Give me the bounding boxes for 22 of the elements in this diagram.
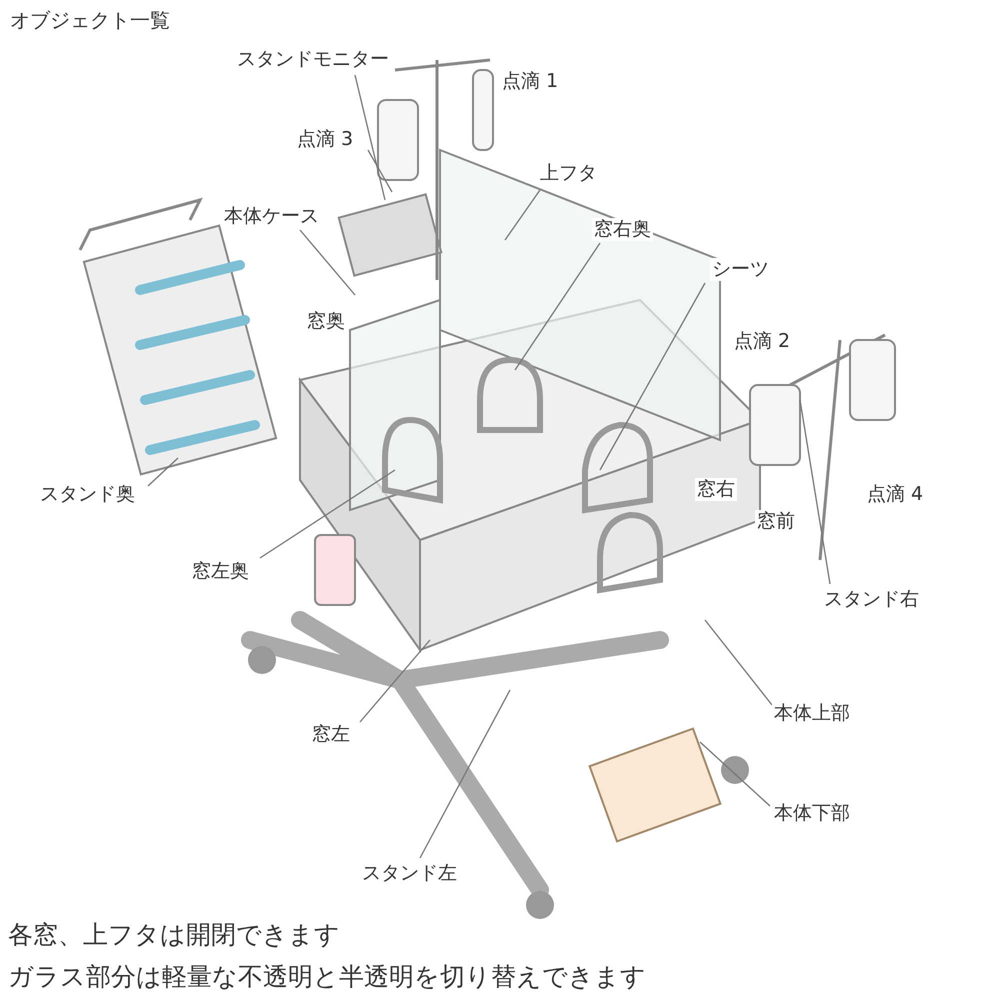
part-label: 窓右奥 (592, 218, 653, 241)
part-label: スタンド奥 (38, 483, 137, 506)
part-label: 点滴 4 (865, 483, 926, 506)
leader-line (700, 742, 770, 806)
part-label: 窓右 (695, 478, 737, 501)
leader-line (514, 242, 601, 370)
part-label: 窓奥 (305, 310, 347, 333)
leader-line (148, 458, 178, 486)
leader-line (419, 690, 511, 858)
leader-line (704, 620, 773, 706)
part-label: 窓左奥 (190, 560, 251, 583)
page-title: オブジェクト一覧 (9, 8, 171, 32)
leader-line (360, 640, 430, 722)
leader-line (300, 230, 356, 296)
leader-line (504, 190, 541, 240)
part-label: スタンド右 (822, 588, 921, 611)
leader-line (354, 74, 386, 200)
leader-line (799, 400, 831, 584)
part-label: スタンド左 (360, 862, 459, 885)
leader-line (367, 150, 393, 192)
leader-line (599, 282, 706, 470)
leader-line (260, 469, 396, 559)
